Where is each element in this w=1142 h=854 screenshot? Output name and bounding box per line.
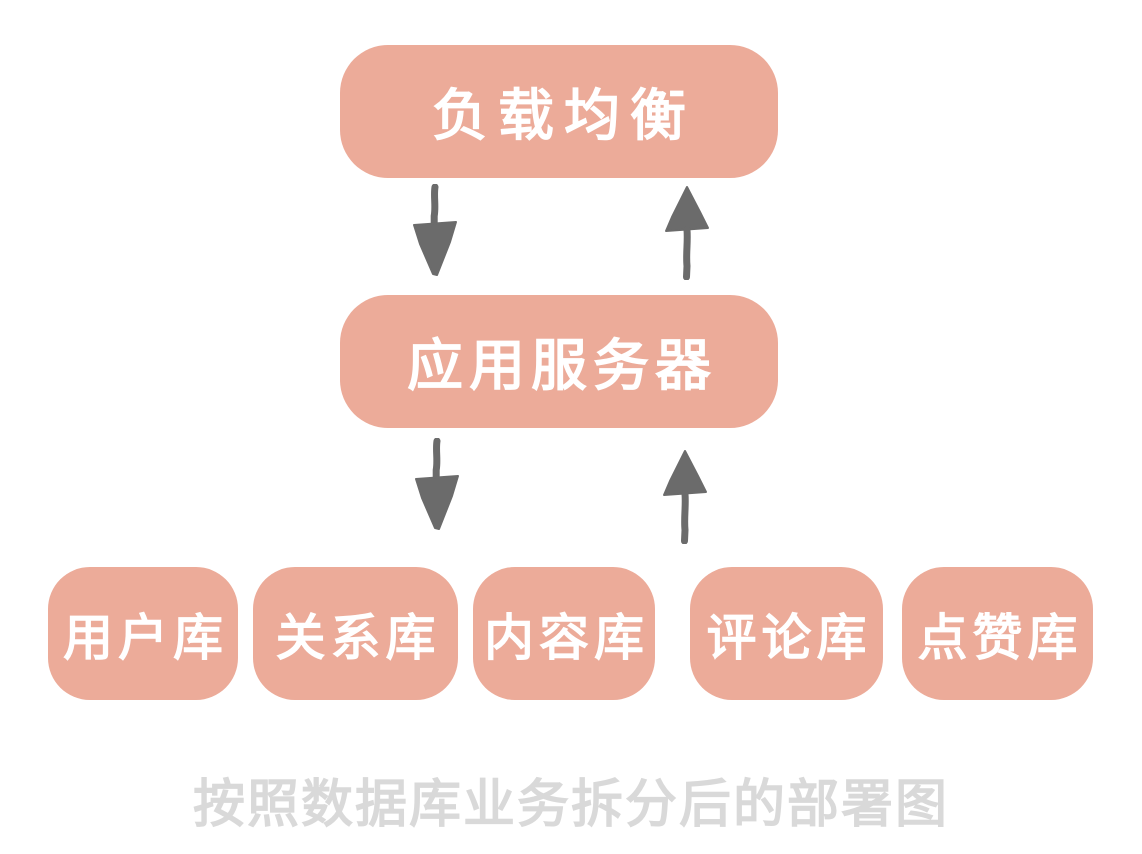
database-label: 点赞库 xyxy=(917,608,1083,667)
database-label: 用户库 xyxy=(63,608,228,667)
down-arrow-icon xyxy=(410,184,460,280)
load-balancer-label: 负载均衡 xyxy=(432,84,696,149)
database-label: 评论库 xyxy=(706,608,872,667)
database-node-likes: 点赞库 xyxy=(902,567,1093,700)
database-node-users: 用户库 xyxy=(48,567,238,700)
app-server-node: 应用服务器 xyxy=(340,295,778,428)
down-arrow-icon xyxy=(412,438,462,534)
load-balancer-node: 负载均衡 xyxy=(340,45,778,178)
database-label: 关系库 xyxy=(275,608,441,667)
app-server-label: 应用服务器 xyxy=(407,334,717,399)
up-arrow-icon xyxy=(662,184,712,280)
diagram-caption: 按照数据库业务拆分后的部署图 xyxy=(192,775,949,835)
database-node-content: 内容库 xyxy=(473,567,655,700)
database-node-comments: 评论库 xyxy=(690,567,883,700)
database-node-relations: 关系库 xyxy=(253,567,458,700)
up-arrow-icon xyxy=(660,448,710,544)
database-label: 内容库 xyxy=(484,608,649,667)
